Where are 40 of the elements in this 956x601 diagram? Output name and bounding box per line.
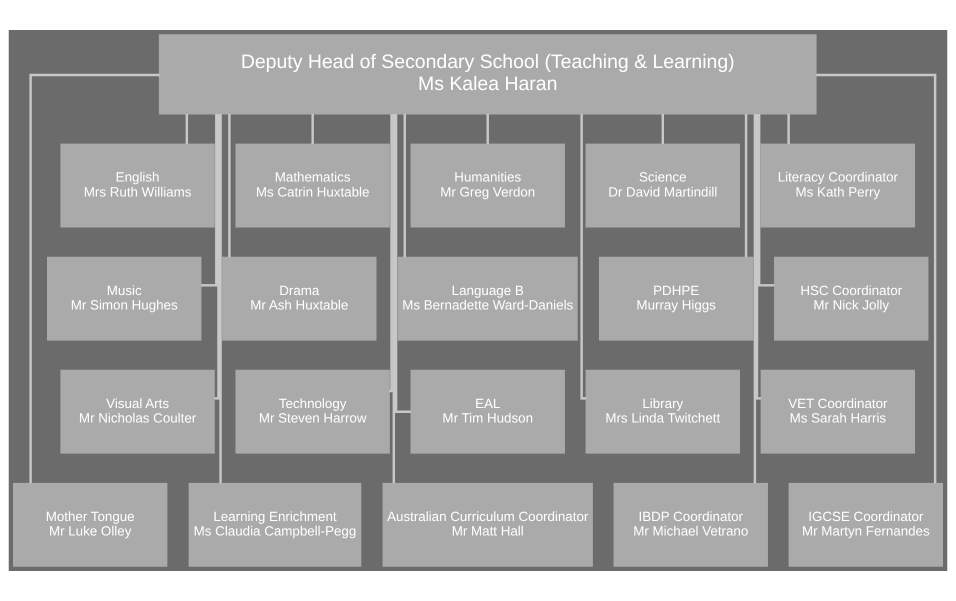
connector xyxy=(662,114,664,144)
node-box: IBDP Coordinator Mr Michael Vetrano xyxy=(614,482,768,567)
node-box: HSC Coordinator Mr Nick Jolly xyxy=(774,256,928,341)
connector xyxy=(756,114,761,400)
node-box: Deputy Head of Secondary School (Teaching & Learning) Ms Kalea Haran xyxy=(158,34,817,114)
node-box: PDHPE Murray Higgs xyxy=(598,256,754,341)
node-box: Drama Mr Ash Huxtable xyxy=(222,256,376,341)
node-box: VET Coordinator Ms Sarah Harris xyxy=(760,370,916,454)
node-box: IGCSE Coordinator Mr Martyn Fernandes xyxy=(788,482,944,567)
connector xyxy=(754,114,756,484)
connector xyxy=(758,114,774,287)
connector xyxy=(228,114,231,258)
node-box: Literacy Coordinator Ms Kath Perry xyxy=(760,144,916,228)
node-box: Mathematics Ms Catrin Huxtable xyxy=(235,144,390,228)
node-box: Library Mrs Linda Twitchett xyxy=(586,370,740,454)
node-box: Learning Enrichment Ms Claudia Campbell-Pegg xyxy=(188,482,362,567)
node-box: Technology Mr Steven Harrow xyxy=(235,370,390,454)
connector xyxy=(787,114,790,144)
node-box: EAL Mr Tim Hudson xyxy=(410,370,565,454)
connector xyxy=(311,114,314,144)
node-box: Music Mr Simon Hughes xyxy=(47,256,202,341)
node-box: Language B Ms Bernadette Ward-Daniels xyxy=(398,256,578,341)
connector xyxy=(486,114,489,144)
connector xyxy=(214,114,220,400)
connector xyxy=(219,114,222,484)
connector xyxy=(388,114,393,392)
connector xyxy=(404,114,406,258)
connector xyxy=(392,114,396,484)
connector xyxy=(29,74,160,484)
node-box: Humanities Mr Greg Verdon xyxy=(410,144,565,228)
connector xyxy=(186,114,188,144)
node-box: Australian Curriculum Coordinator Mr Matt Hall xyxy=(382,482,593,567)
node-box: English Mrs Ruth Williams xyxy=(60,144,215,228)
connector xyxy=(816,74,936,484)
node-box: Science Dr David Martindill xyxy=(586,144,740,228)
connector xyxy=(744,114,748,258)
connector xyxy=(394,114,411,413)
node-box: Visual Arts Mr Nicholas Coulter xyxy=(60,370,215,454)
connector xyxy=(201,114,218,287)
node-box: Mother Tongue Mr Luke Olley xyxy=(12,482,168,567)
